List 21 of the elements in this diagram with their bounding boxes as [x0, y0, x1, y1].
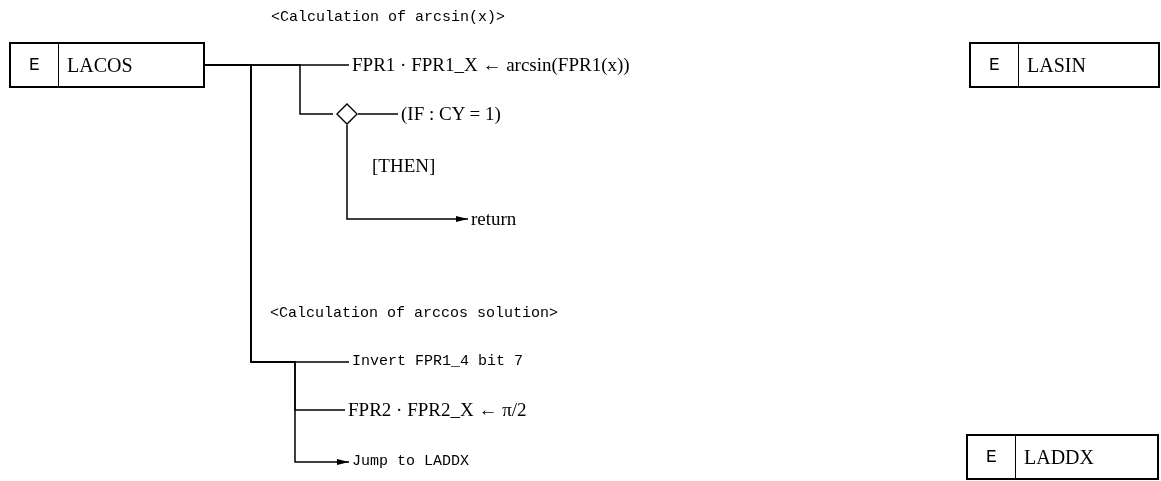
- routine-name: LADDX: [1023, 445, 1094, 470]
- statement-text: FPR1 · FPR1_X ← arcsin(FPR1(x)): [352, 54, 630, 76]
- routine-entry-box: [969, 42, 1160, 88]
- routine-entry-box: [966, 434, 1159, 480]
- routine-name: LACOS: [66, 53, 133, 78]
- connector-arrow: [346, 124, 469, 222]
- section-heading: <Calculation of arcsin(x)>: [271, 9, 506, 27]
- statement-text: return: [471, 208, 517, 230]
- branch-label: [THEN]: [372, 155, 436, 177]
- statement-text: Jump to LADDX: [352, 453, 470, 471]
- decision-diamond: [336, 103, 358, 125]
- routine-entry-box: [9, 42, 205, 88]
- statement-text: Invert FPR1_4 bit 7: [352, 353, 524, 371]
- connector-line: [357, 113, 399, 115]
- section-heading: <Calculation of arccos solution>: [270, 305, 559, 323]
- statement-text: (IF : CY = 1): [401, 103, 501, 125]
- entry-type-label: E: [968, 436, 1016, 478]
- entry-type-label: E: [971, 44, 1019, 86]
- entry-type-label: E: [11, 44, 59, 86]
- routine-name: LASIN: [1026, 53, 1086, 78]
- statement-text: FPR2 · FPR2_X ← π/2: [348, 399, 527, 421]
